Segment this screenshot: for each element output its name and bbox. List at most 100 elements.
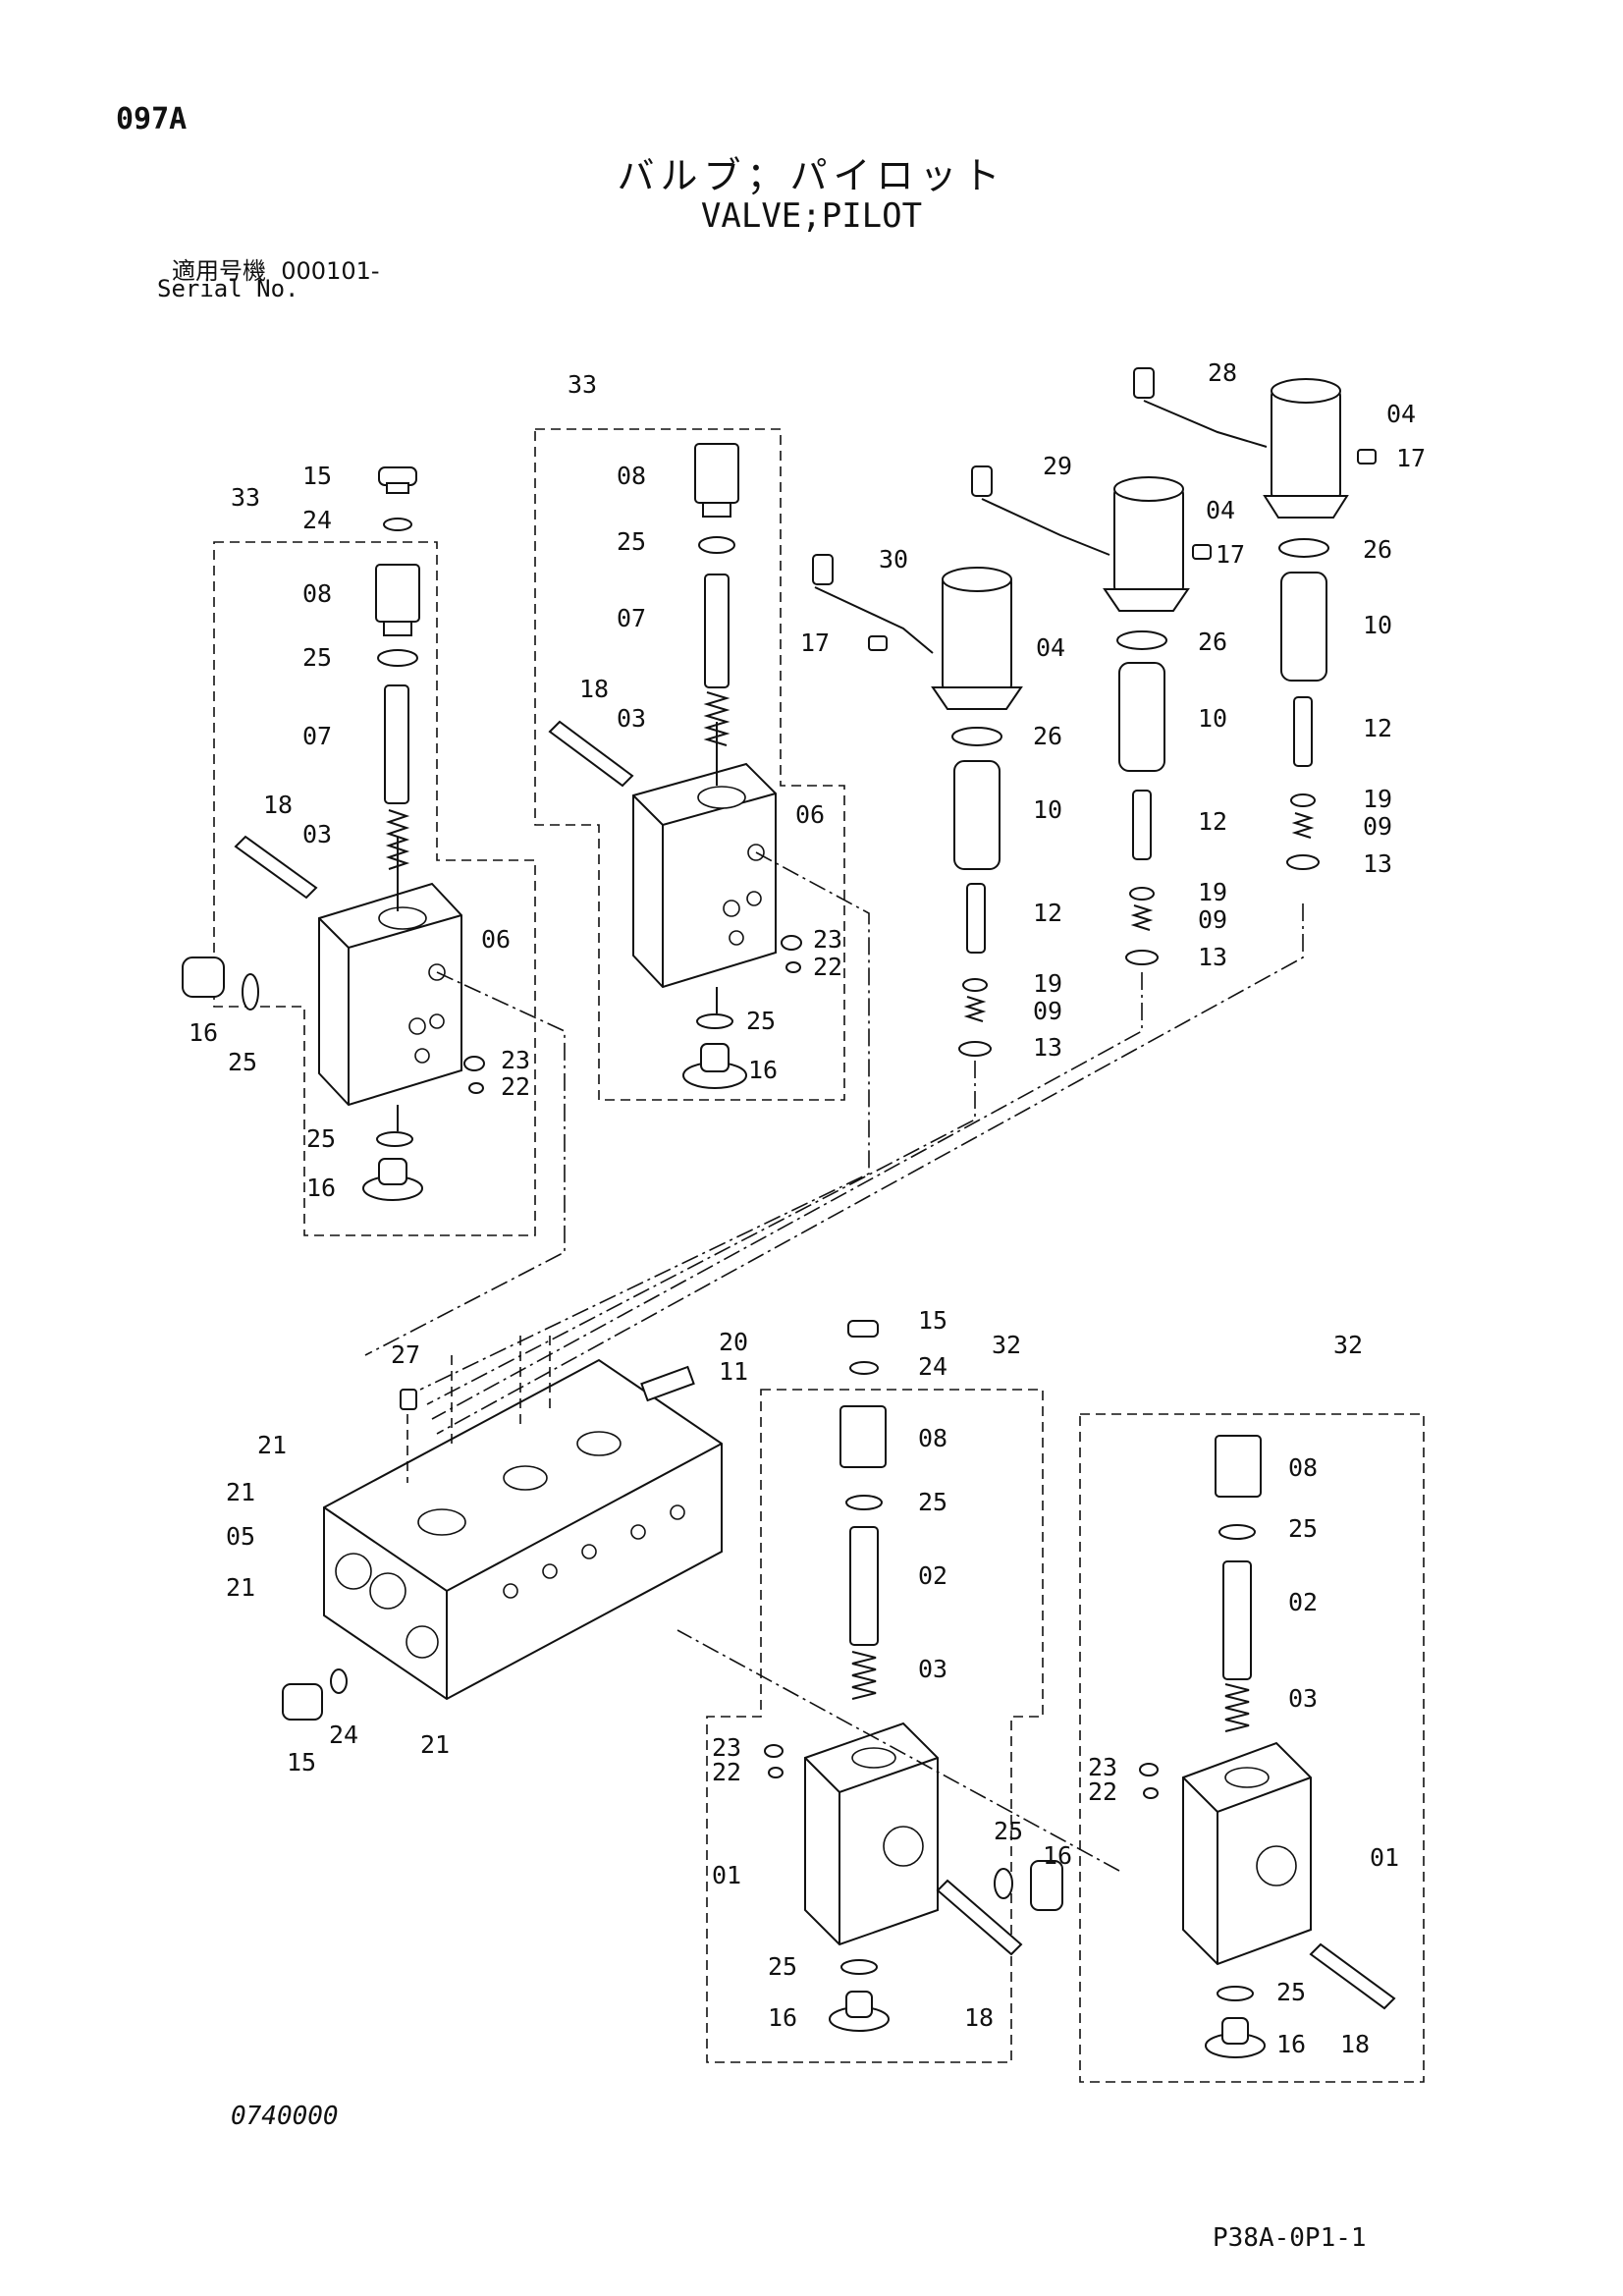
callout-04: 04 xyxy=(1386,400,1416,428)
callout-23: 23 xyxy=(712,1733,741,1762)
callout-19: 19 xyxy=(1033,969,1062,998)
callout-18: 18 xyxy=(579,675,609,703)
callout-15: 15 xyxy=(287,1748,316,1777)
callout-10: 10 xyxy=(1033,795,1062,824)
callout-03: 03 xyxy=(617,704,646,733)
callout-12: 12 xyxy=(1198,807,1227,836)
callout-17: 17 xyxy=(800,629,830,657)
callout-03: 03 xyxy=(918,1655,947,1683)
manifold-05 xyxy=(282,1336,723,1721)
assembly-32-right xyxy=(676,1413,1425,2083)
callout-17: 17 xyxy=(1396,444,1426,472)
assembly-32-center xyxy=(706,1320,1063,2063)
callout-05: 05 xyxy=(226,1522,255,1551)
callout-32: 32 xyxy=(1333,1331,1363,1359)
callout-25: 25 xyxy=(918,1488,947,1516)
callout-08: 08 xyxy=(918,1424,947,1452)
callout-19: 19 xyxy=(1198,878,1227,906)
callout-02: 02 xyxy=(918,1561,947,1590)
callout-22: 22 xyxy=(813,953,842,981)
callout-10: 10 xyxy=(1363,611,1392,639)
callout-06: 06 xyxy=(481,925,511,954)
callout-23: 23 xyxy=(501,1046,530,1074)
callout-25: 25 xyxy=(1276,1978,1306,2006)
callout-32: 32 xyxy=(992,1331,1021,1359)
callout-33: 33 xyxy=(231,483,260,512)
solenoid-stack-28 xyxy=(436,367,1377,1435)
callout-15: 15 xyxy=(302,462,332,490)
callout-24: 24 xyxy=(302,506,332,534)
callout-20: 20 xyxy=(719,1328,748,1356)
drawing-number: 0740000 xyxy=(231,2102,339,2131)
callout-17: 17 xyxy=(1216,540,1245,569)
callout-30: 30 xyxy=(879,545,908,574)
serial-label-ja: 適用号機 xyxy=(172,257,266,285)
callout-27: 27 xyxy=(391,1340,420,1369)
callout-09: 09 xyxy=(1033,997,1062,1025)
callout-24: 24 xyxy=(329,1721,358,1749)
callout-22: 22 xyxy=(712,1758,741,1786)
callout-25: 25 xyxy=(306,1124,336,1153)
callout-21: 21 xyxy=(420,1730,450,1759)
callout-07: 07 xyxy=(302,722,332,750)
callout-06: 06 xyxy=(795,800,825,829)
callout-09: 09 xyxy=(1363,812,1392,841)
callout-21: 21 xyxy=(226,1478,255,1506)
callout-21: 21 xyxy=(257,1431,287,1459)
callout-23: 23 xyxy=(813,925,842,954)
callout-19: 19 xyxy=(1363,785,1392,813)
callout-25: 25 xyxy=(1288,1514,1318,1543)
callout-25: 25 xyxy=(746,1007,776,1035)
callout-29: 29 xyxy=(1043,452,1072,480)
callout-01: 01 xyxy=(1370,1843,1399,1872)
callout-23: 23 xyxy=(1088,1753,1117,1781)
callout-18: 18 xyxy=(964,2003,994,2032)
callout-08: 08 xyxy=(1288,1453,1318,1482)
serial-label-english: Serial No. xyxy=(157,275,299,302)
callout-labels: 33 15 24 08 25 07 18 03 06 16 25 23 22 2… xyxy=(189,358,1426,2058)
callout-22: 22 xyxy=(1088,1777,1117,1806)
callout-25: 25 xyxy=(768,1952,797,1981)
callout-07: 07 xyxy=(617,604,646,632)
callout-25: 25 xyxy=(302,643,332,672)
callout-28: 28 xyxy=(1208,358,1237,387)
solenoid-stack-30 xyxy=(426,554,1023,1405)
callout-18: 18 xyxy=(263,791,293,819)
solenoid-stack-29 xyxy=(431,465,1212,1420)
callout-15: 15 xyxy=(918,1306,947,1335)
callout-16: 16 xyxy=(768,2003,797,2032)
callout-16: 16 xyxy=(306,1174,336,1202)
callout-03: 03 xyxy=(1288,1684,1318,1713)
callout-01: 01 xyxy=(712,1861,741,1889)
callout-25: 25 xyxy=(994,1817,1023,1845)
callout-21: 21 xyxy=(226,1573,255,1602)
assembly-33-left xyxy=(182,466,566,1356)
callout-24: 24 xyxy=(918,1352,947,1381)
callout-08: 08 xyxy=(302,579,332,608)
callout-16: 16 xyxy=(189,1018,218,1047)
callout-12: 12 xyxy=(1363,714,1392,742)
callout-13: 13 xyxy=(1198,943,1227,971)
callout-09: 09 xyxy=(1198,905,1227,934)
callout-04: 04 xyxy=(1206,496,1235,524)
assembly-33-center xyxy=(419,428,870,1391)
page-code: P38A-0P1-1 xyxy=(1213,2223,1367,2253)
serial-line-japanese: 適用号機 000101- xyxy=(172,251,380,286)
title-english: VALVE;PILOT xyxy=(700,196,923,236)
serial-value: 000101- xyxy=(281,257,380,285)
callout-02: 02 xyxy=(1288,1588,1318,1616)
callout-04: 04 xyxy=(1036,633,1065,662)
callout-12: 12 xyxy=(1033,899,1062,927)
callout-16: 16 xyxy=(748,1056,778,1084)
callout-18: 18 xyxy=(1340,2030,1370,2058)
callout-26: 26 xyxy=(1033,722,1062,750)
page-id: 097A xyxy=(116,102,188,137)
callout-16: 16 xyxy=(1043,1841,1072,1870)
title-japanese: バルブ；パイロット xyxy=(617,154,1006,197)
callout-03: 03 xyxy=(302,820,332,848)
callout-26: 26 xyxy=(1198,628,1227,656)
callout-08: 08 xyxy=(617,462,646,490)
callout-13: 13 xyxy=(1363,849,1392,878)
